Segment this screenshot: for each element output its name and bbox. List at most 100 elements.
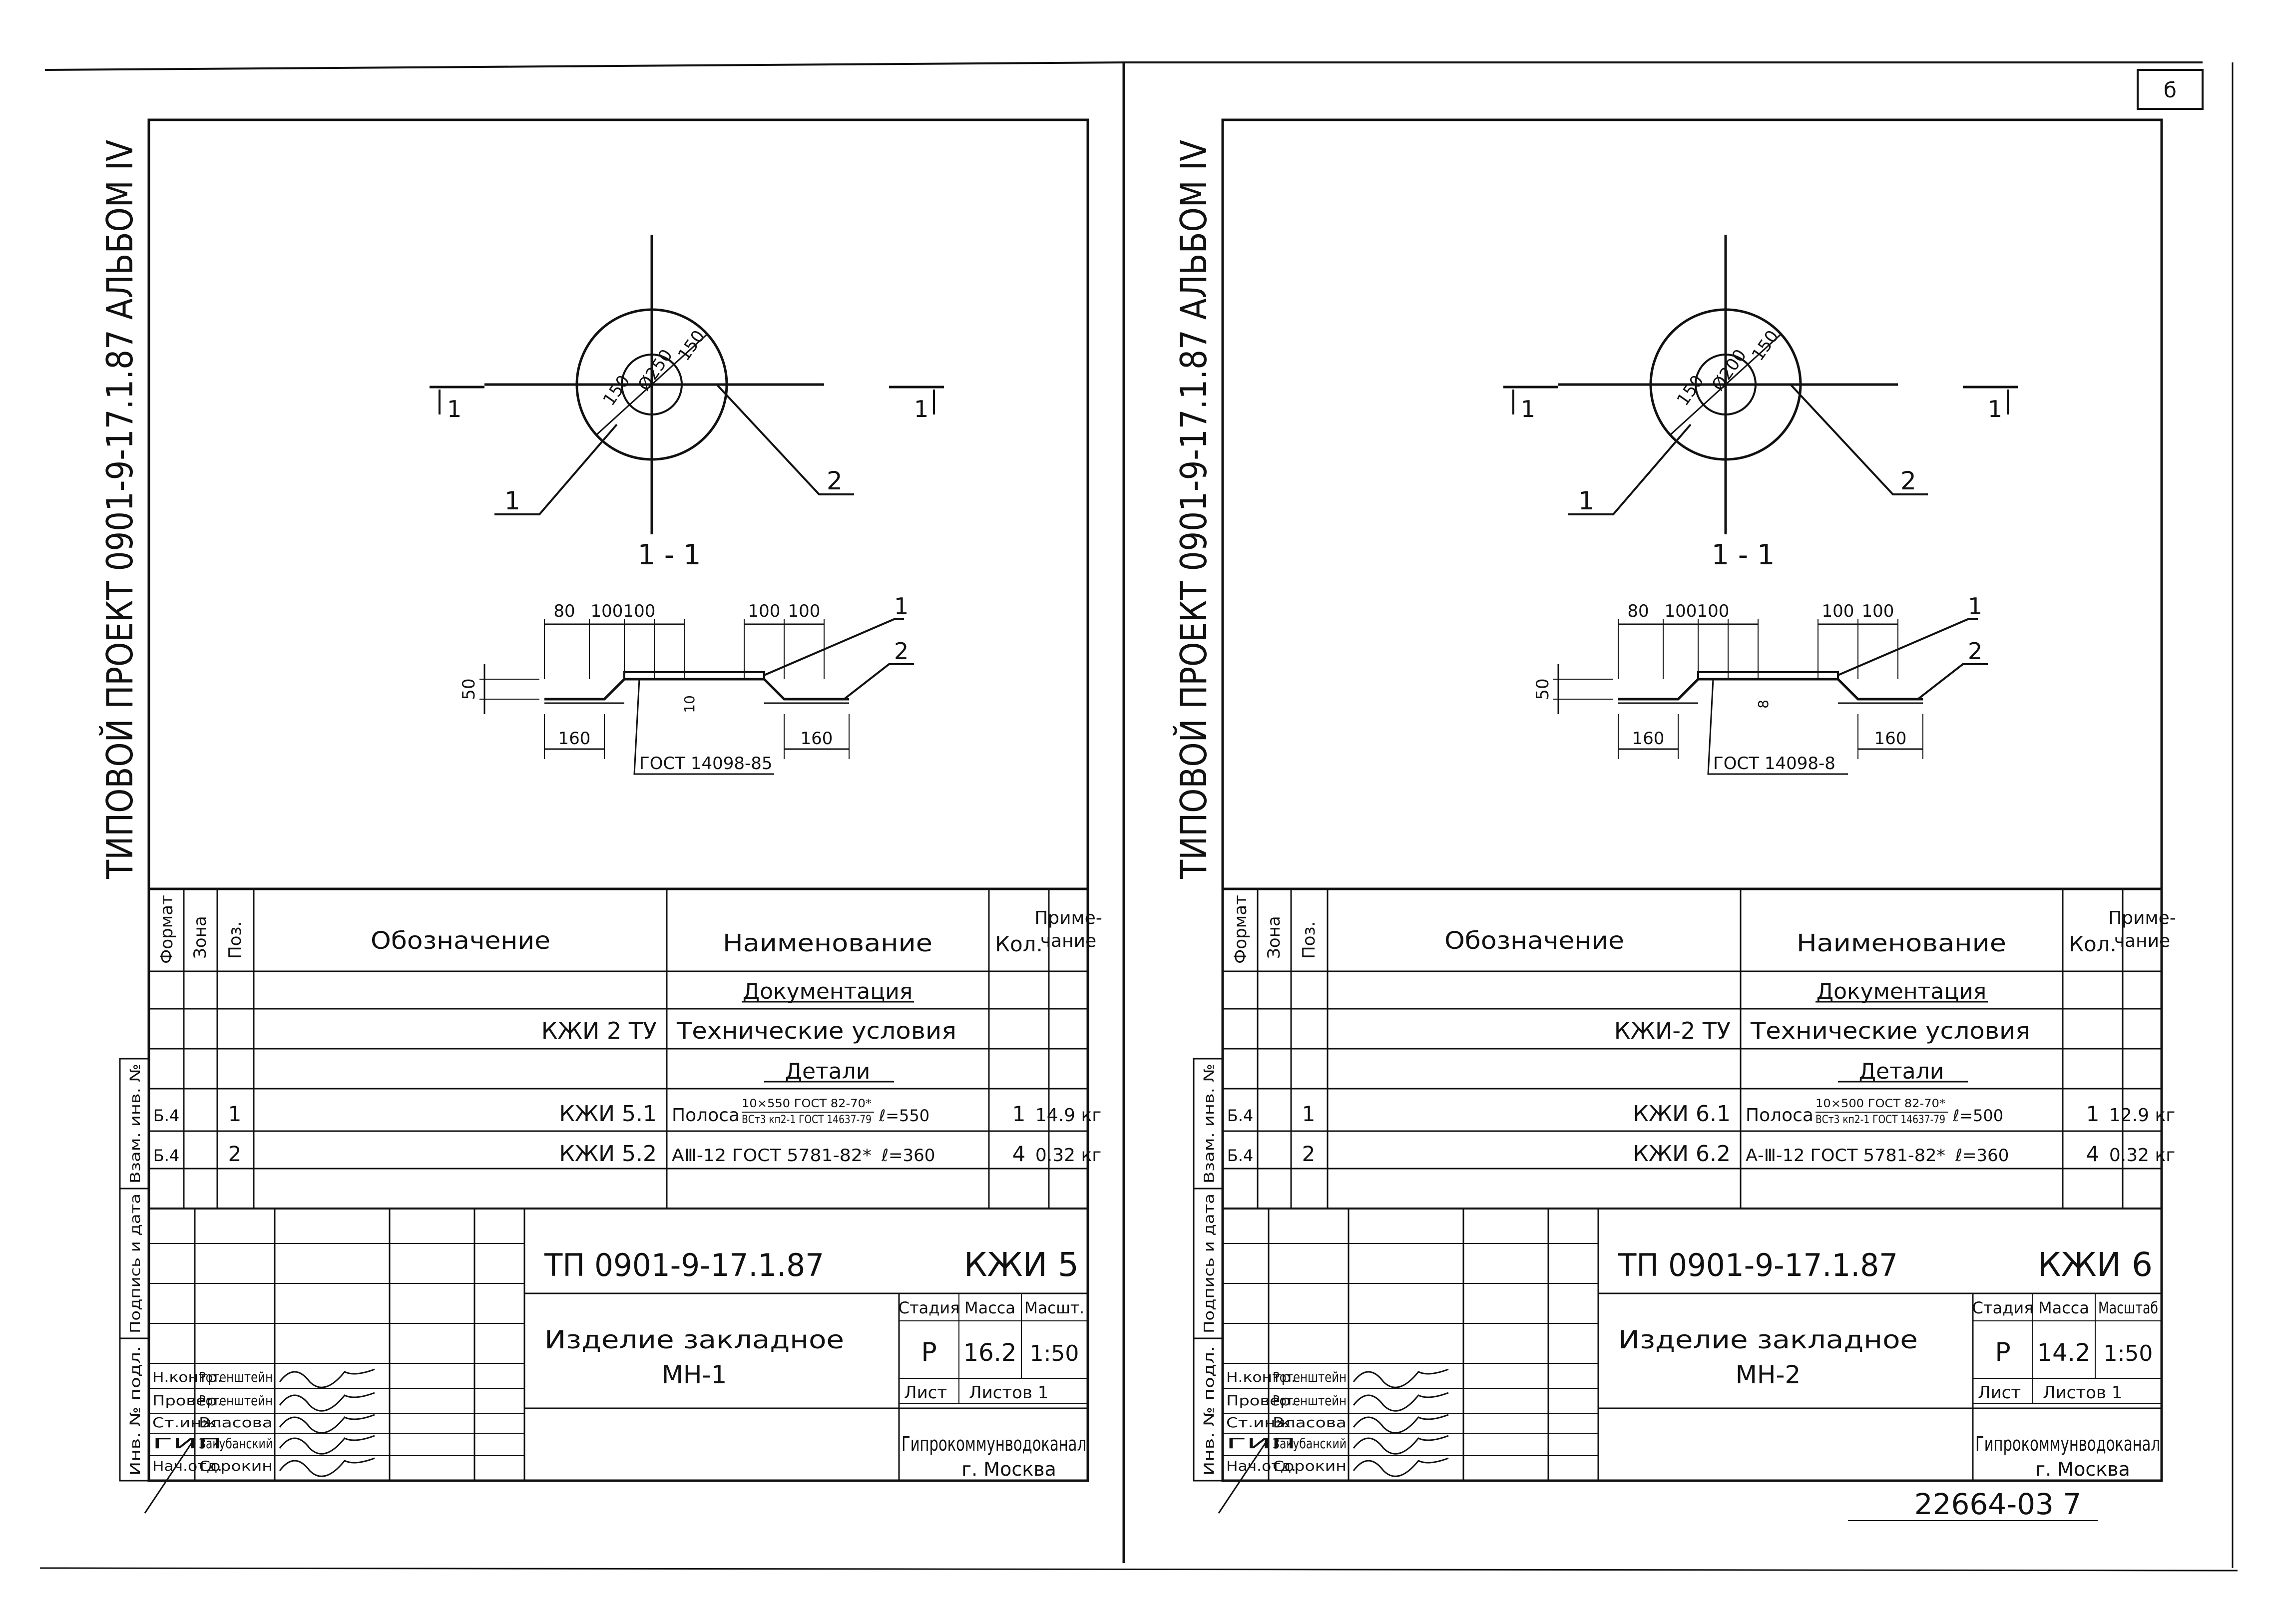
spec-row-pos: 1 bbox=[228, 1102, 242, 1126]
spec-header-name: Наименование bbox=[723, 929, 932, 957]
spec-header-note-line: чание bbox=[1040, 931, 1096, 951]
spec-doc-name: Технические условия bbox=[1750, 1017, 2030, 1044]
signature-scribble bbox=[1353, 1414, 1449, 1434]
cut-mark-left-label: 1 bbox=[447, 396, 461, 422]
title-diagonal-mark bbox=[1218, 1438, 1270, 1514]
margin-ref-label: Взам. инв. № bbox=[127, 1064, 143, 1184]
title-person-name: Закубанский bbox=[1273, 1435, 1347, 1452]
spec-row-format: Б.4 bbox=[153, 1146, 179, 1165]
dim-top-3: 100 bbox=[1822, 601, 1854, 621]
diameter-dimension-line bbox=[596, 334, 708, 435]
plan-dim-diameter: Ø250 bbox=[634, 346, 677, 395]
spec-section-parts: Детали bbox=[785, 1059, 871, 1084]
title-person-name: Ротенштейн bbox=[199, 1392, 273, 1409]
title-org: Гипрокоммунводоканал bbox=[1975, 1433, 2160, 1456]
dim-height: 50 bbox=[459, 678, 479, 700]
spec-header-zone: Зона bbox=[190, 916, 210, 959]
spec-header-format: Формат bbox=[157, 895, 177, 964]
dim-top-0: 80 bbox=[1627, 601, 1649, 621]
spec-header-qty: Кол. bbox=[2069, 932, 2117, 956]
section-thickness: 8 bbox=[1755, 700, 1772, 709]
spec-header-note-line: чание bbox=[2114, 931, 2170, 951]
section-anchor-bar bbox=[1618, 678, 1923, 701]
section-callout-2-leader bbox=[1917, 663, 1988, 700]
spec-header-note: Приме-чание bbox=[2108, 908, 2176, 951]
section-title: 1 - 1 bbox=[1711, 539, 1775, 571]
section-callout-1: 1 bbox=[894, 593, 908, 620]
title-city: г. Москва bbox=[961, 1458, 1056, 1480]
signature-scribble bbox=[279, 1457, 375, 1477]
gost-note: ГОСТ 14098-85 bbox=[639, 754, 773, 774]
title-mark: КЖИ 5 bbox=[964, 1245, 1079, 1284]
plan-callout-1: 1 bbox=[504, 486, 520, 515]
plan-dim-diameter: Ø200 bbox=[1708, 346, 1751, 395]
title-mark: КЖИ 6 bbox=[2038, 1245, 2153, 1284]
plan-callout-2-leader bbox=[1790, 384, 1928, 495]
cut-mark-right-label: 1 bbox=[1988, 396, 2002, 422]
spec-row-qty: 1 bbox=[1012, 1102, 1026, 1126]
signature-scribble bbox=[279, 1392, 375, 1412]
section-thickness: 10 bbox=[681, 695, 698, 713]
dim-top-2: 100 bbox=[1697, 601, 1730, 621]
spec-header-note-line: Приме- bbox=[2108, 908, 2176, 928]
title-org: Гипрокоммунводоканал bbox=[902, 1433, 1086, 1456]
spec-row-qty: 4 bbox=[2086, 1142, 2100, 1166]
spec-row-designation: КЖИ 5.2 bbox=[559, 1141, 657, 1167]
signature-scribble bbox=[1353, 1435, 1449, 1455]
signature-scribble bbox=[1353, 1392, 1449, 1412]
spec-row-note: 14.9 кг bbox=[1035, 1105, 1101, 1126]
section-title: 1 - 1 bbox=[637, 539, 701, 571]
spec-row-note: 0.32 кг bbox=[1035, 1145, 1101, 1166]
plan-callout-2-leader bbox=[716, 384, 854, 495]
title-sheets-label: Листов 1 bbox=[2043, 1383, 2122, 1403]
margin-ref-label: Взам. инв. № bbox=[1201, 1064, 1217, 1184]
title-person-role: Ст.инж. bbox=[1226, 1414, 1296, 1431]
spec-row-length: ℓ=360 bbox=[1955, 1146, 2009, 1166]
title-stage: Р bbox=[1995, 1337, 2010, 1367]
title-person-role: Н.контр. bbox=[152, 1369, 222, 1385]
spec-row-format: Б.4 bbox=[1227, 1146, 1253, 1165]
cut-mark-right-label: 1 bbox=[914, 396, 928, 422]
dim-top-1: 100 bbox=[1665, 601, 1697, 621]
title-person-role: Провер. bbox=[1226, 1392, 1296, 1409]
spec-row-length: ℓ=550 bbox=[879, 1106, 929, 1125]
spec-row-note: 12.9 кг bbox=[2109, 1105, 2175, 1126]
title-sheet-label: Лист bbox=[904, 1383, 947, 1403]
spec-row-name-bottom: ВСт3 кп2-1 ГОСТ 14637-79 bbox=[1816, 1114, 1945, 1126]
plan-callout-2: 2 bbox=[1900, 466, 1916, 495]
title-person-role: Провер. bbox=[152, 1392, 222, 1409]
plan-callout-1: 1 bbox=[1578, 486, 1594, 515]
dim-top-4: 100 bbox=[1862, 601, 1894, 621]
dim-top-3: 100 bbox=[748, 601, 781, 621]
spec-header-pos: Поз. bbox=[1299, 921, 1319, 959]
spec-section-parts: Детали bbox=[1859, 1059, 1944, 1084]
spec-doc-designation: КЖИ-2 ТУ bbox=[1614, 1017, 1731, 1044]
spec-doc-designation: КЖИ 2 ТУ bbox=[541, 1017, 657, 1044]
gost-note-leader bbox=[1707, 679, 1848, 775]
dim-height: 50 bbox=[1533, 678, 1553, 700]
spec-doc-name: Технические условия bbox=[676, 1017, 956, 1044]
cut-mark-left-label: 1 bbox=[1521, 396, 1535, 422]
diameter-dimension-line bbox=[1670, 334, 1782, 435]
title-mass: 16.2 bbox=[963, 1339, 1017, 1367]
dim-top-0: 80 bbox=[553, 601, 575, 621]
title-scale-label: Масштаб bbox=[2098, 1298, 2158, 1317]
spec-row-qty: 1 bbox=[2086, 1102, 2100, 1126]
spec-header-designation: Обозначение bbox=[1444, 927, 1624, 955]
corner-sheet-number: б bbox=[2164, 78, 2177, 102]
title-item: Изделие закладное bbox=[544, 1325, 844, 1354]
spec-row-name-top: 10×550 ГОСТ 82-70* bbox=[742, 1098, 872, 1110]
title-person-name: Ротенштейн bbox=[1273, 1369, 1347, 1385]
spec-header-pos: Поз. bbox=[225, 921, 245, 959]
spec-row-name: А-Ⅲ-12 ГОСТ 5781-82* bbox=[1746, 1146, 1945, 1166]
spec-section-docs: Документация bbox=[743, 979, 913, 1004]
title-person-role: Н.контр. bbox=[1226, 1369, 1296, 1385]
